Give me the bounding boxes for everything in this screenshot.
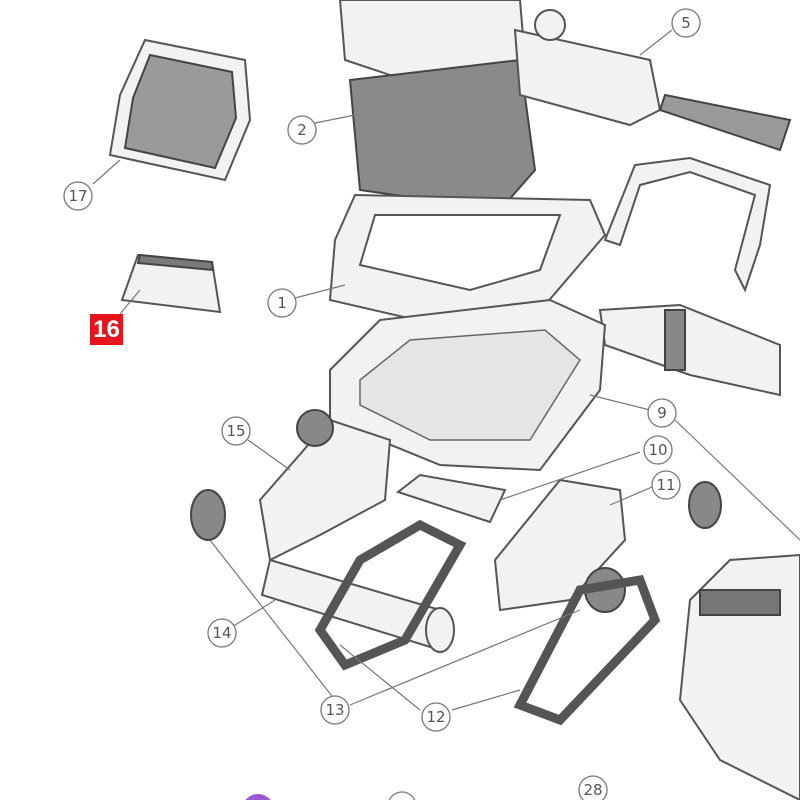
callout-9: 9	[647, 398, 677, 428]
callout-1: 1	[267, 288, 297, 318]
part-16-brush	[120, 253, 222, 314]
part-wheel-right	[688, 481, 722, 529]
part-belt-12	[513, 574, 661, 726]
callout-14: 14	[207, 618, 237, 648]
highlighted-part-label: 16	[90, 314, 123, 345]
svg-text:14: 14	[212, 624, 231, 642]
callout-11: 11	[651, 470, 681, 500]
callout-2: 2	[287, 115, 317, 145]
svg-text:10: 10	[648, 441, 667, 459]
part-plate	[395, 473, 507, 524]
callout-12: 12	[421, 702, 451, 732]
part-filter-panel	[108, 38, 252, 182]
part-wheel-left	[190, 489, 226, 541]
svg-text:2: 2	[297, 121, 307, 139]
part-roller	[260, 558, 455, 653]
callout-28: 28	[578, 775, 608, 800]
callout-10: 10	[643, 435, 673, 465]
callout-15: 15	[221, 416, 251, 446]
svg-text:17: 17	[68, 187, 87, 205]
part-base-assembly	[678, 553, 800, 800]
callout-5: 5	[671, 8, 701, 38]
part-belt-13	[314, 519, 467, 671]
part-handle	[603, 156, 772, 293]
svg-text:15: 15	[226, 422, 245, 440]
callout-13: 13	[320, 695, 350, 725]
svg-text:13: 13	[325, 701, 344, 719]
part-valve	[513, 9, 792, 152]
svg-text:9: 9	[657, 404, 667, 422]
part-filter-basket	[338, 0, 537, 212]
svg-text:1: 1	[277, 294, 287, 312]
callout-17: 17	[63, 181, 93, 211]
part-roller-right	[598, 303, 781, 397]
svg-text:5: 5	[681, 14, 691, 32]
svg-text:28: 28	[583, 781, 602, 799]
svg-text:11: 11	[656, 476, 675, 494]
leader-lines	[92, 29, 800, 711]
svg-text:12: 12	[426, 708, 445, 726]
